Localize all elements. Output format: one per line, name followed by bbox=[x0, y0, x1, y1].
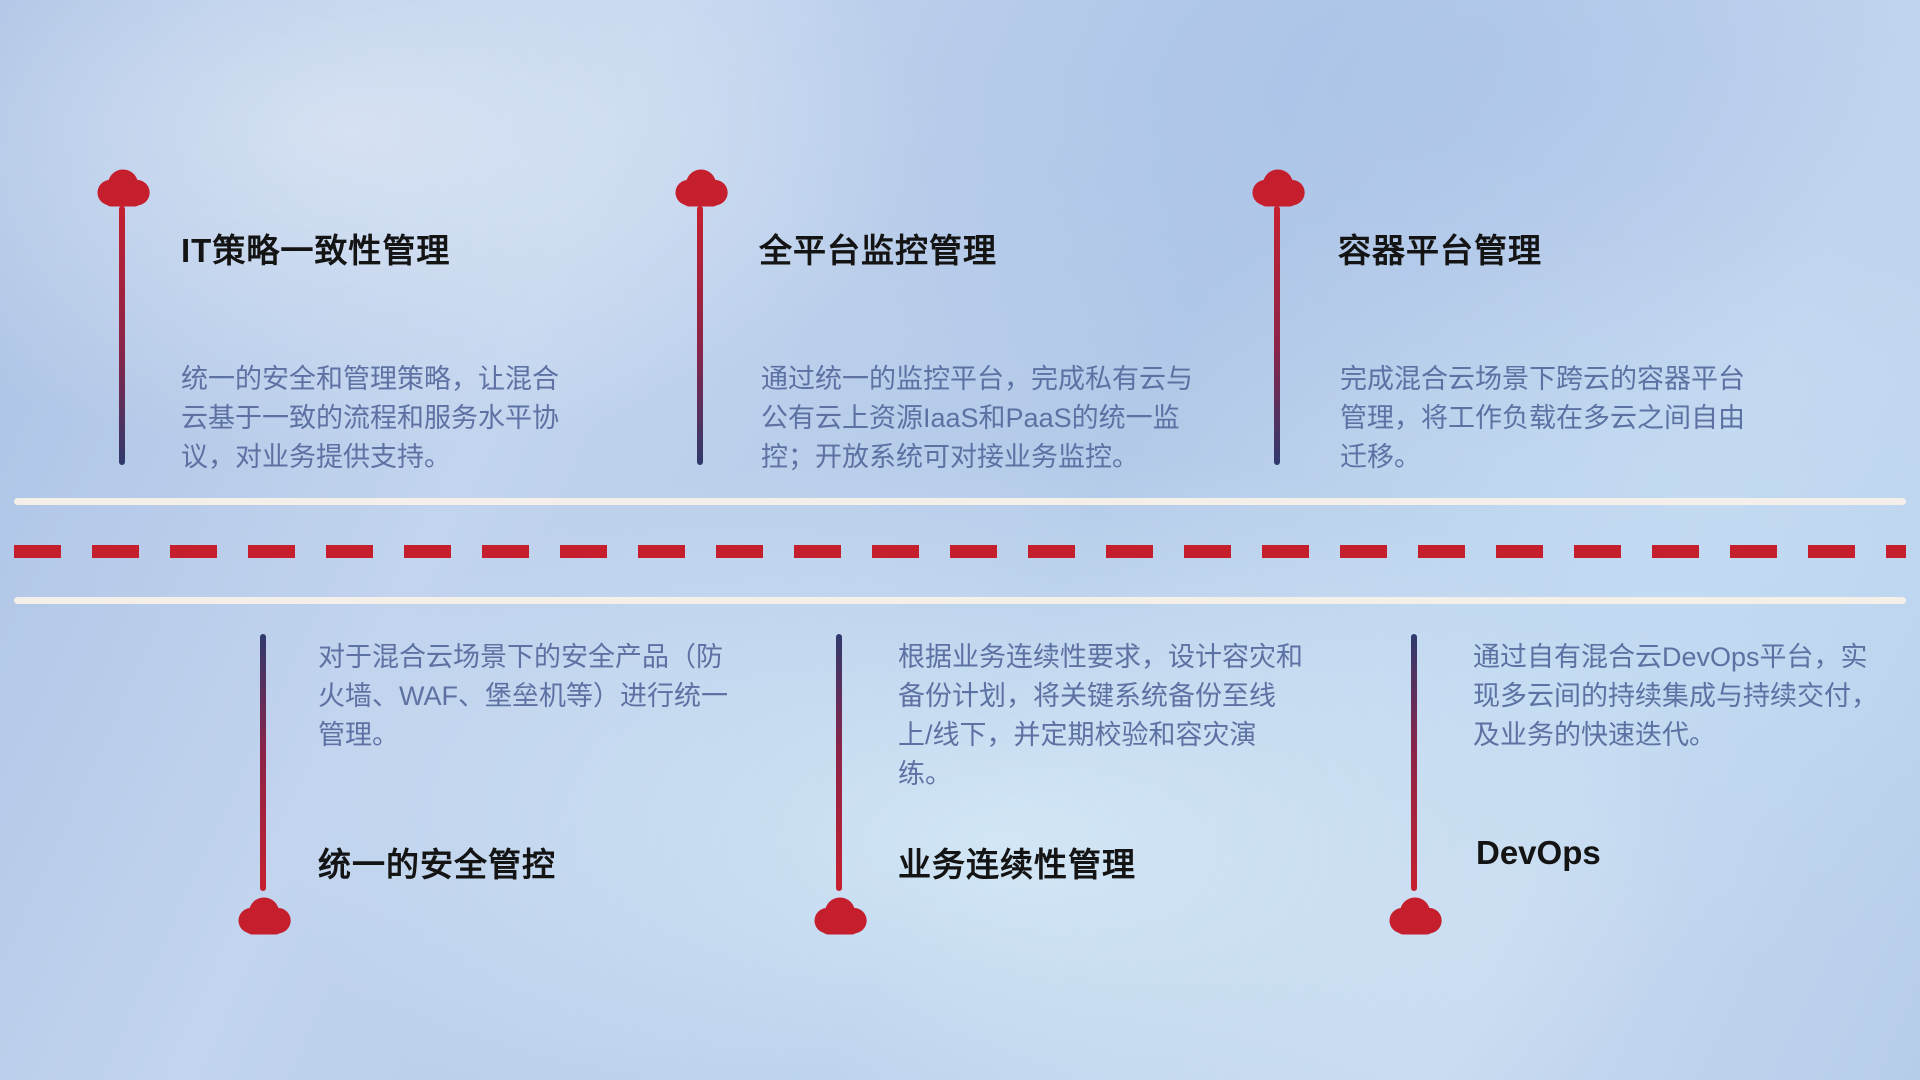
item-description: 通过统一的监控平台，完成私有云与公有云上资源IaaS和PaaS的统一监控；开放系… bbox=[761, 364, 1193, 472]
timeline-stem bbox=[1274, 206, 1280, 465]
cloud-icon bbox=[94, 168, 152, 208]
cloud-icon bbox=[811, 896, 869, 936]
timeline-stem bbox=[260, 634, 266, 891]
item-title: DevOps bbox=[1476, 834, 1601, 871]
item-description: 完成混合云场景下跨云的容器平台管理，将工作负载在多云之间自由迁移。 bbox=[1340, 364, 1745, 472]
item-title: IT策略一致性管理 bbox=[181, 232, 451, 269]
cloud-icon bbox=[1249, 168, 1307, 208]
cloud-icon bbox=[1386, 896, 1444, 936]
timeline-stem bbox=[697, 206, 703, 465]
item-description: 对于混合云场景下的安全产品（防火墙、WAF、堡垒机等）进行统一管理。 bbox=[318, 642, 728, 750]
road-dashed-centerline bbox=[14, 545, 1906, 558]
item-title: 全平台监控管理 bbox=[759, 232, 997, 269]
item-title: 业务连续性管理 bbox=[898, 846, 1136, 883]
item-title: 统一的安全管控 bbox=[318, 846, 556, 883]
item-description: 通过自有混合云DevOps平台，实现多云间的持续集成与持续交付，及业务的快速迭代… bbox=[1473, 642, 1878, 750]
item-description: 统一的安全和管理策略，让混合云基于一致的流程和服务水平协议，对业务提供支持。 bbox=[181, 364, 559, 472]
timeline-stem bbox=[1411, 634, 1417, 891]
item-title: 容器平台管理 bbox=[1338, 232, 1542, 269]
timeline-stem bbox=[836, 634, 842, 891]
cloud-icon bbox=[672, 168, 730, 208]
cloud-icon bbox=[235, 896, 293, 936]
timeline-stem bbox=[119, 206, 125, 465]
item-description: 根据业务连续性要求，设计容灾和备份计划，将关键系统备份至线上/线下，并定期校验和… bbox=[898, 642, 1303, 789]
road-line-top bbox=[14, 498, 1906, 505]
road-line-bottom bbox=[14, 597, 1906, 604]
